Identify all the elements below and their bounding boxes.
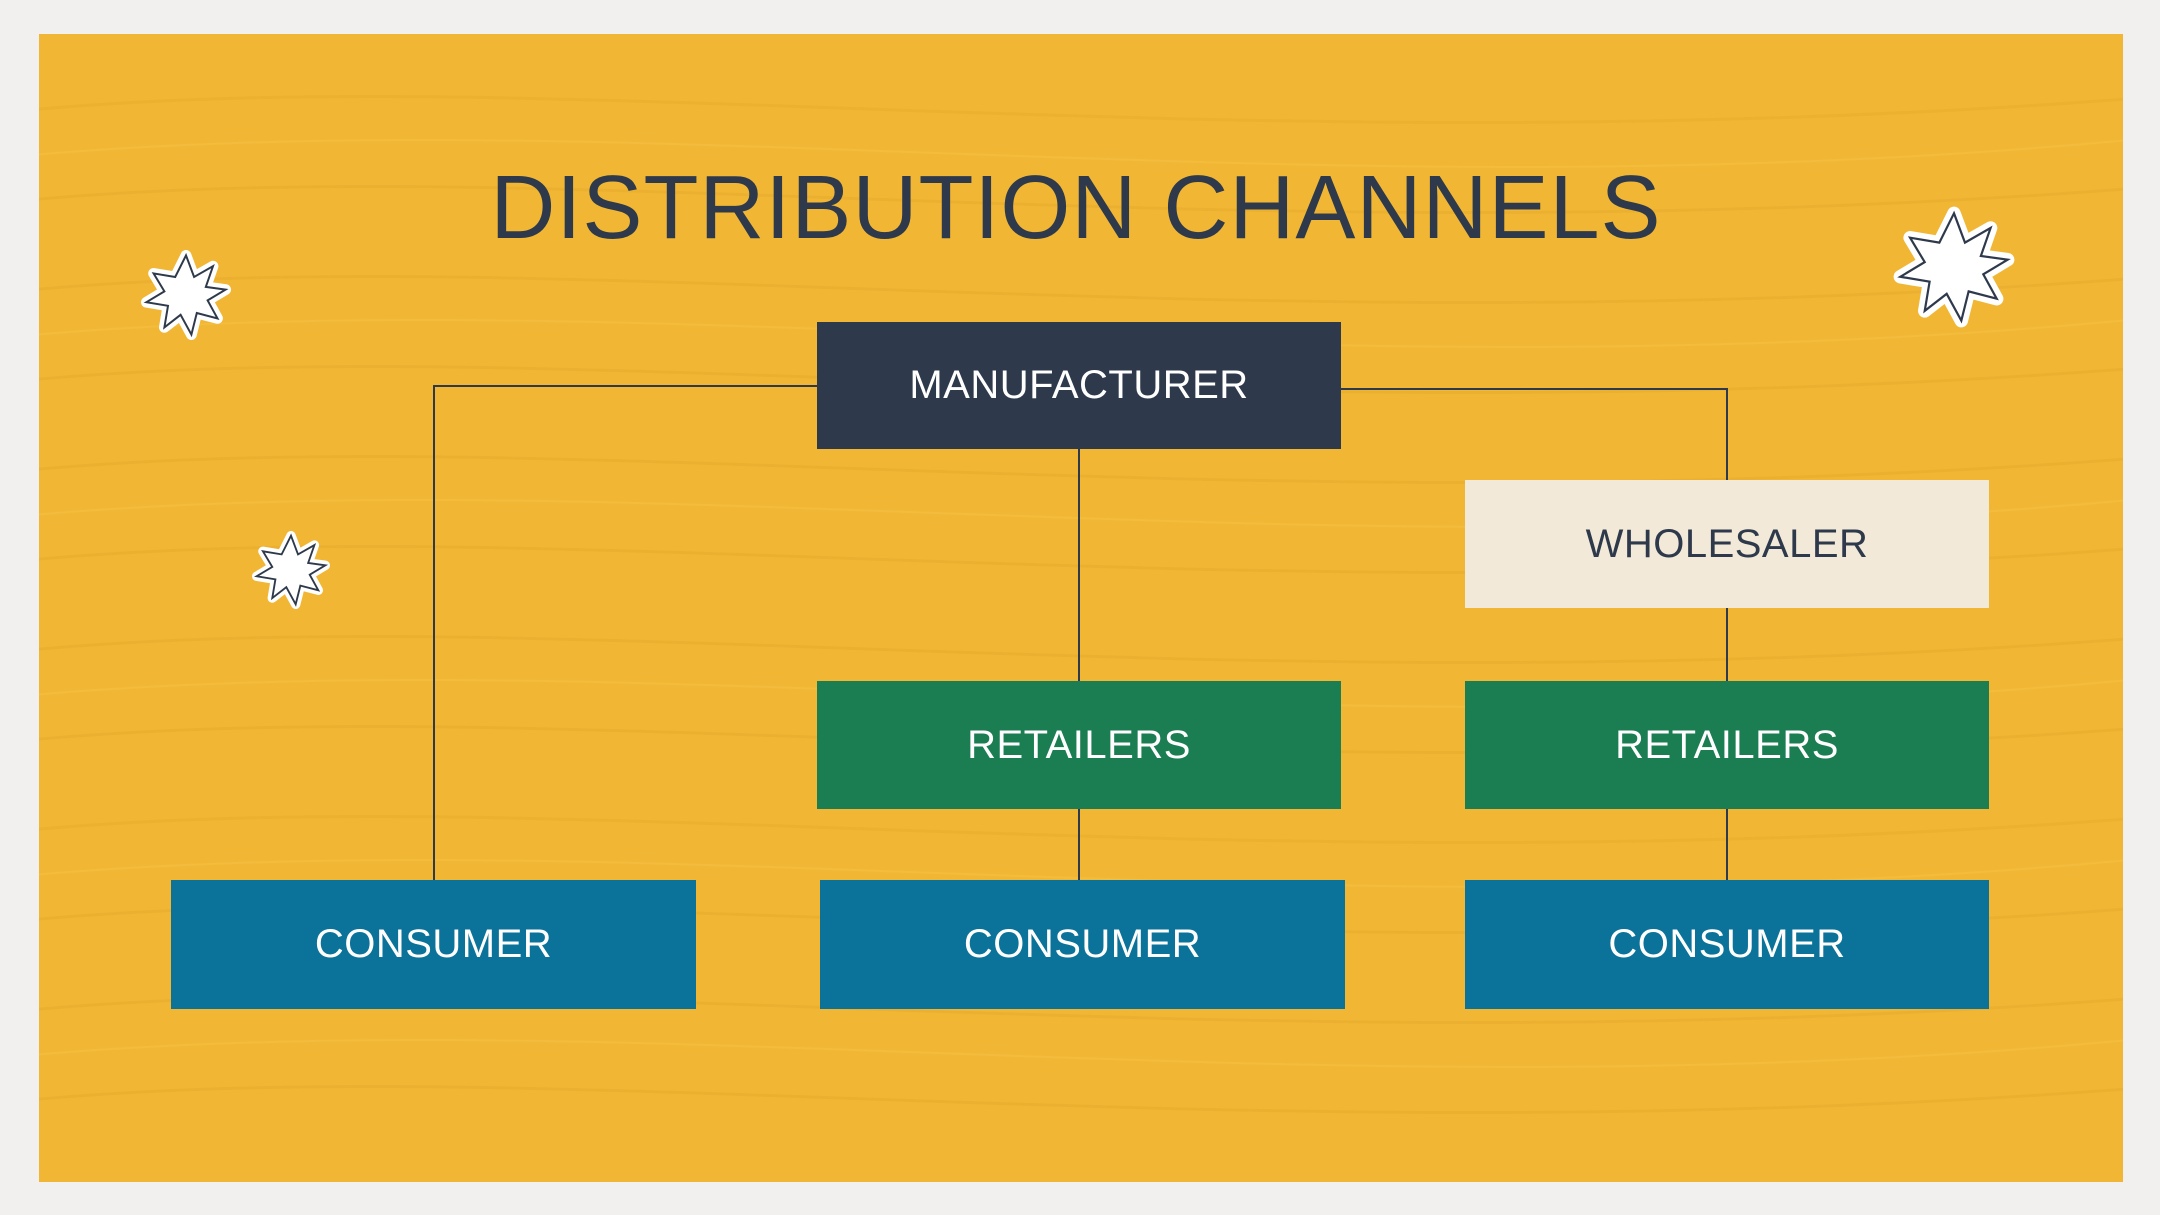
retailers-label: RETAILERS	[1615, 722, 1839, 767]
starburst-sticker-icon	[252, 531, 330, 609]
connector-manufacturer-to-wholesaler	[1341, 388, 1728, 480]
wholesaler-box: WHOLESALER	[1465, 480, 1989, 608]
consumer-box-direct: CONSUMER	[171, 880, 696, 1009]
consumer-box-via-retailer: CONSUMER	[820, 880, 1345, 1009]
consumer-box-via-wholesaler: CONSUMER	[1465, 880, 1989, 1009]
consumer-label: CONSUMER	[1608, 922, 1846, 966]
consumer-label: CONSUMER	[314, 922, 553, 966]
starburst-sticker-icon	[1893, 206, 2015, 328]
retailers-label: RETAILERS	[967, 722, 1191, 767]
retailers-box-via-wholesaler: RETAILERS	[1465, 681, 1989, 809]
connector-lines	[433, 385, 1728, 880]
manufacturer-label: MANUFACTURER	[909, 363, 1249, 407]
slide: DISTRIBUTION CHANNELS MANUFACTURER WHOLE…	[39, 34, 2123, 1182]
slide-title: DISTRIBUTION CHANNELS	[490, 158, 1662, 258]
connector-manufacturer-to-consumer	[433, 385, 817, 880]
consumer-label: CONSUMER	[963, 922, 1202, 966]
manufacturer-box: MANUFACTURER	[817, 322, 1341, 449]
starburst-sticker-icon	[141, 250, 231, 340]
wholesaler-label: WHOLESALER	[1585, 521, 1869, 566]
retailers-box-direct: RETAILERS	[817, 681, 1341, 809]
